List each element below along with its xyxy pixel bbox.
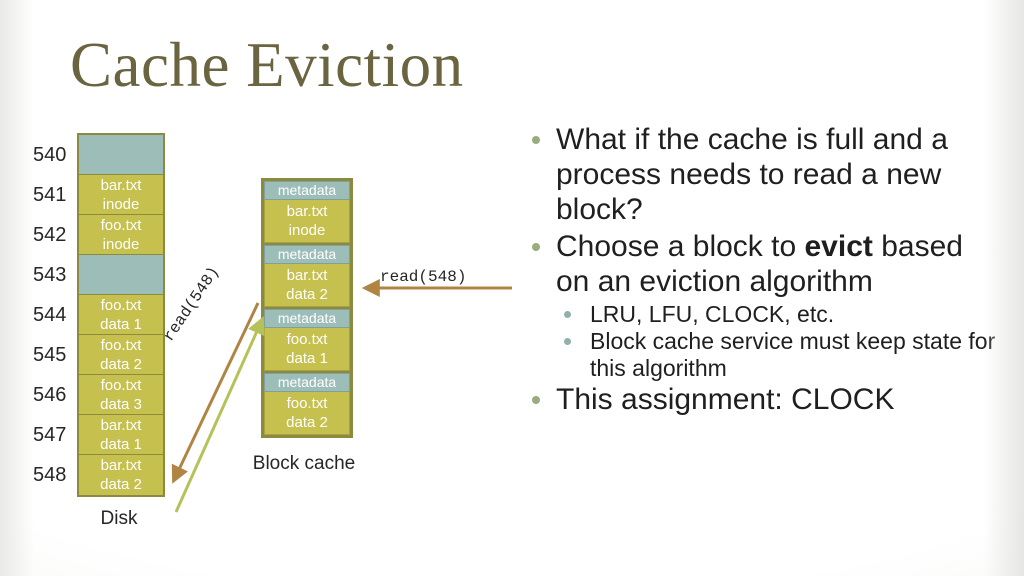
disk-block-line2: data 1: [100, 435, 142, 453]
read-request-label-diagonal: read(548): [160, 263, 224, 346]
cache-entry-line2: data 1: [286, 350, 328, 367]
disk-block-line1: bar.txt: [100, 176, 142, 194]
disk-block-line2: data 1: [100, 315, 142, 333]
disk-block-line1: bar.txt: [100, 416, 142, 434]
cache-entry-line2: data 2: [286, 414, 328, 431]
cache-entry-metadata: metadata: [264, 373, 350, 392]
disk-block-address: 544: [33, 304, 67, 326]
disk-block-line2: data 2: [100, 476, 142, 493]
cache-entry: metadata bar.txt data 2: [264, 245, 350, 307]
disk-block-address: 542: [33, 224, 67, 246]
cache-entry: metadata foo.txt data 1: [264, 309, 350, 371]
disk-block-line2: data 3: [100, 395, 142, 413]
cache-entry-line1: bar.txt: [286, 203, 328, 220]
cache-entry: metadata bar.txt inode: [264, 181, 350, 243]
bullet-list: What if the cache is full and a process …: [524, 122, 1004, 419]
sub-bullet-item: Block cache service must keep state for …: [524, 328, 1004, 382]
page-title: Cache Eviction: [70, 30, 464, 100]
disk-block-line1: foo.txt: [100, 216, 142, 234]
disk-block-address: 545: [33, 344, 67, 366]
disk-block-address: 547: [33, 424, 67, 446]
disk-block: [79, 135, 163, 175]
disk-block-line1: foo.txt: [100, 296, 142, 314]
cache-entry-body: foo.txt data 2: [264, 392, 350, 435]
bullet-item: This assignment: CLOCK: [524, 382, 1004, 417]
disk-block-line2: inode: [102, 235, 140, 253]
disk-block-line1: foo.txt: [100, 376, 142, 394]
cache-entry-metadata: metadata: [264, 181, 350, 200]
disk-block-line2: inode: [102, 195, 140, 213]
cache-entry: metadata foo.txt data 2: [264, 373, 350, 435]
cache-entry-body: bar.txt data 2: [264, 264, 350, 307]
sub-bullet-item: LRU, LFU, CLOCK, etc.: [524, 301, 1004, 328]
disk-block-line2: data 2: [100, 355, 142, 373]
bullet-item: What if the cache is full and a process …: [524, 122, 1004, 227]
block-cache-label: Block cache: [252, 453, 356, 474]
disk-block-address: 548: [33, 464, 67, 486]
disk-block-address: 543: [33, 264, 67, 286]
block-cache-column: metadata bar.txt inode metadata bar.txt data …: [261, 178, 353, 438]
block-cache-diagram: metadata bar.txt inode metadata bar.txt data …: [253, 178, 355, 474]
bullet-emphasis: evict: [804, 230, 873, 263]
cache-entry-line1: bar.txt: [286, 267, 328, 284]
cache-entry-metadata: metadata: [264, 309, 350, 328]
disk-block-address: 541: [33, 184, 67, 206]
disk-block-address: 540: [33, 144, 67, 166]
cache-entry-line1: foo.txt: [286, 331, 328, 348]
disk-block-line1: bar.txt: [100, 457, 142, 474]
disk-block: [79, 255, 163, 295]
read-request-label-horizontal: read(548): [380, 268, 467, 286]
arrow-block-response-to-cache: [174, 316, 265, 513]
cache-entry-body: foo.txt data 1: [264, 328, 350, 371]
disk-block: bar.txt data 2: [79, 455, 163, 495]
cache-entry-line1: foo.txt: [286, 395, 328, 412]
disk-block-line1: foo.txt: [100, 336, 142, 354]
cache-entry-line2: inode: [288, 222, 326, 239]
bullet-item: Choose a block to evict based on an evic…: [524, 229, 1004, 299]
disk-block-address: 546: [33, 384, 67, 406]
cache-entry-line2: data 2: [286, 286, 328, 303]
cache-entry-body: bar.txt inode: [264, 200, 350, 243]
cache-entry-metadata: metadata: [264, 245, 350, 264]
disk-label: Disk: [100, 508, 138, 529]
